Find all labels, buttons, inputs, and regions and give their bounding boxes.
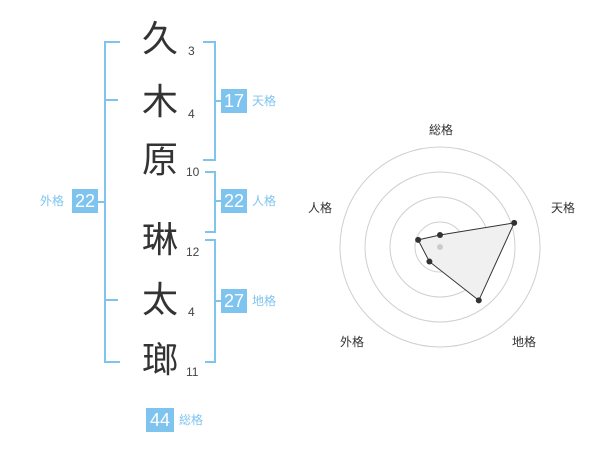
jinkaku-connector bbox=[215, 200, 221, 202]
radar-ring-4 bbox=[339, 146, 541, 348]
tenkaku-connector bbox=[215, 100, 221, 102]
radar-point-2 bbox=[475, 297, 482, 304]
soukaku-label: 総格 bbox=[179, 413, 204, 427]
radar-center-dot bbox=[437, 244, 443, 250]
tenkaku-label: 天格 bbox=[252, 94, 277, 108]
name-char-5: 太 bbox=[142, 280, 179, 321]
name-char-4: 琳 bbox=[142, 220, 179, 261]
gaikaku-label: 外格 bbox=[40, 194, 65, 208]
chikaku-connector bbox=[215, 300, 221, 302]
radar-point-1 bbox=[511, 219, 518, 226]
gaikaku-tick-1 bbox=[104, 99, 118, 101]
chikaku-label: 地格 bbox=[252, 294, 277, 308]
stroke-count-5: 4 bbox=[188, 305, 195, 319]
jinkaku-label: 人格 bbox=[252, 194, 277, 208]
gaikaku-tick-2 bbox=[104, 299, 118, 301]
radar-axis-label-soukaku: 総格 bbox=[429, 122, 453, 137]
stroke-count-3: 10 bbox=[186, 165, 200, 179]
name-char-1: 久 bbox=[142, 19, 179, 60]
radar-ring-3 bbox=[364, 171, 516, 323]
jinkaku-score: 22 bbox=[221, 189, 247, 213]
radar-axis-label-gaikaku: 外格 bbox=[340, 334, 364, 349]
radar-point-4 bbox=[415, 236, 422, 243]
tenkaku-score: 17 bbox=[221, 89, 247, 113]
chikaku-score: 27 bbox=[221, 289, 247, 313]
name-char-3: 原 bbox=[142, 140, 179, 181]
stroke-count-1: 3 bbox=[188, 44, 195, 58]
radar-polygon bbox=[417, 222, 516, 302]
radar-axis-label-tenkaku: 天格 bbox=[551, 200, 575, 215]
stroke-count-4: 12 bbox=[186, 245, 200, 259]
radar-axis-label-chikaku: 地格 bbox=[512, 334, 536, 349]
stroke-count-6: 11 bbox=[186, 365, 199, 379]
name-char-6: 瑯 bbox=[142, 340, 179, 381]
radar-point-0 bbox=[437, 232, 443, 238]
gaikaku-score: 22 bbox=[72, 189, 98, 213]
radar-point-3 bbox=[426, 258, 433, 265]
radar-axis-label-jinkaku: 人格 bbox=[308, 200, 332, 215]
stroke-count-2: 4 bbox=[188, 107, 195, 121]
soukaku-score: 44 bbox=[146, 408, 174, 432]
jinkaku-bracket bbox=[205, 171, 216, 233]
name-char-2: 木 bbox=[142, 82, 179, 123]
gaikaku-connector bbox=[98, 201, 105, 203]
gaikaku-bracket bbox=[104, 41, 120, 363]
